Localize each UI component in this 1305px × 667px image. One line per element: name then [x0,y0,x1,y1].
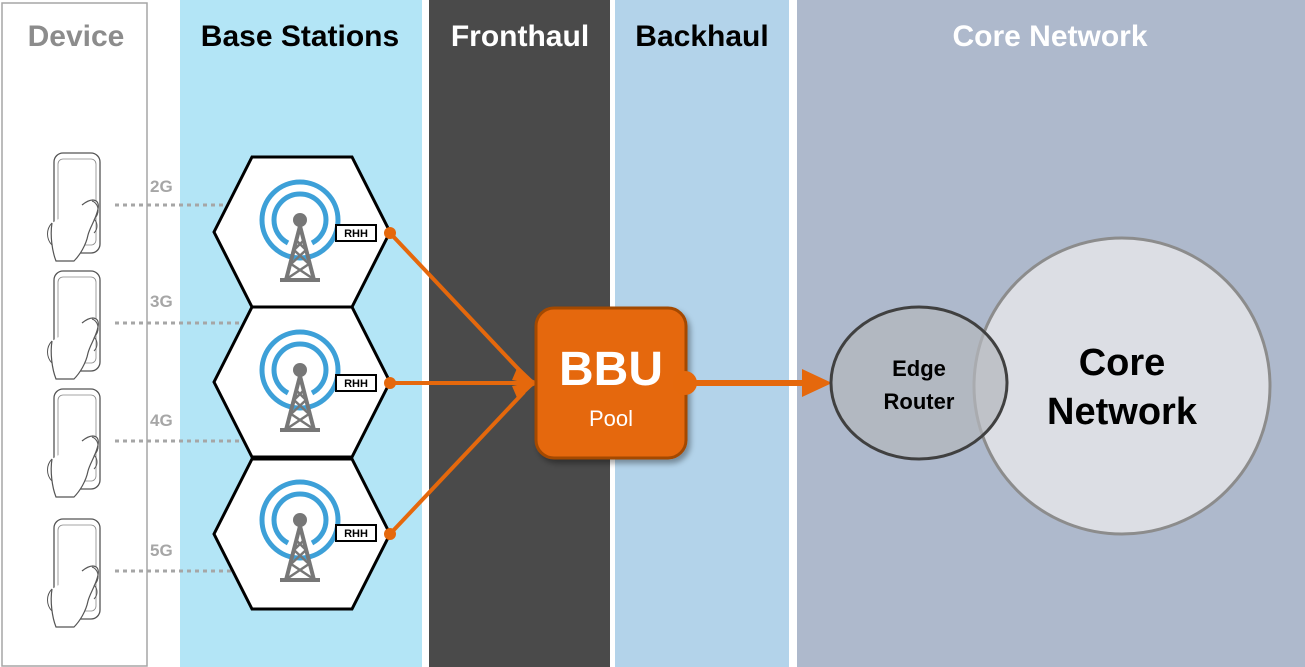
backhaul-link [673,369,832,397]
rhh-unit-3: RHH [335,524,377,542]
bbu-title: BBU [559,343,663,396]
rhh-label: RHH [344,228,368,240]
base-stations-column-title: Base Stations [201,20,399,53]
core-network-column-title: Core Network [952,20,1147,53]
generation-label-3g: 3G [150,292,173,311]
edge-router-line2: Router [884,389,955,414]
generation-label-5g: 5G [150,541,173,560]
core-network-line1: Core [1079,342,1166,384]
core-network-line2: Network [1047,391,1198,433]
core-network-circle [972,236,1272,536]
generation-label-4g: 4G [150,411,173,430]
bbu-subtitle: Pool [589,406,633,431]
edge-router-line1: Edge [892,356,946,381]
backhaul-column-title: Backhaul [635,20,768,53]
fronthaul-links [384,227,540,540]
smartphone-icon [46,270,101,380]
smartphone-icon [46,518,101,628]
smartphone-icon [46,152,101,262]
fronthaul-column-title: Fronthaul [451,20,589,53]
generation-label-2g: 2G [150,177,173,196]
rhh-unit-2: RHH [335,374,377,392]
rhh-unit-1: RHH [335,224,377,242]
rhh-label: RHH [344,528,368,540]
arrow-right-icon [802,369,832,397]
rhh-label: RHH [344,378,368,390]
device-column-title: Device [28,20,125,53]
edge-router-circle [829,305,1009,461]
smartphone-icon [46,388,101,498]
